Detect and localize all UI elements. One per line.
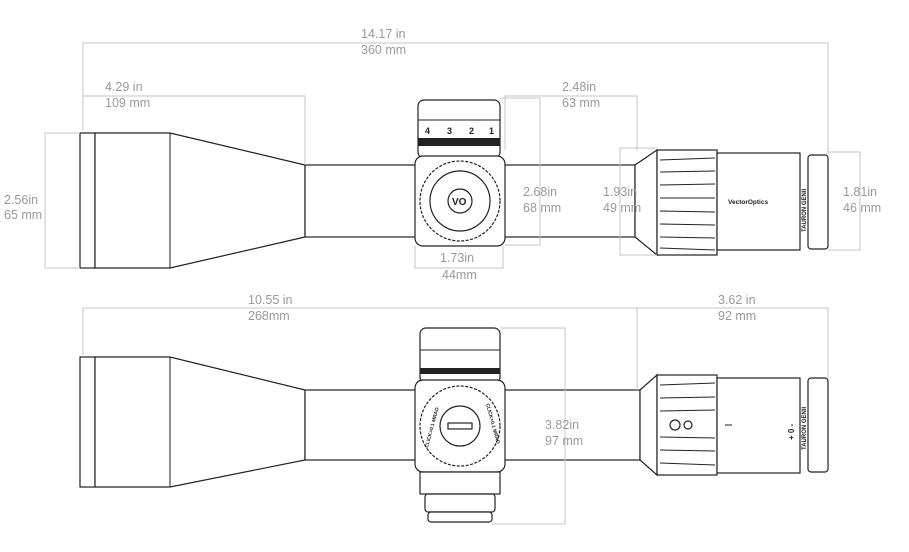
eyepiece-body [716, 152, 801, 251]
elevation-turret [419, 327, 501, 384]
turret-total-height-mm: 97 mm [545, 434, 583, 448]
overall-length-in: 14.17 in [361, 27, 406, 41]
eyepiece-diameter-mm: 49 mm [603, 201, 641, 215]
eye-relief-section-in: 3.62 in [718, 293, 756, 307]
model-label: TAURON GENII [802, 406, 808, 450]
turret-height-mm: 68 mm [523, 201, 561, 215]
objective-diameter-in: 2.56in [4, 193, 38, 207]
objective-length-mm: 109 mm [105, 96, 150, 110]
objective-bell [94, 356, 306, 488]
scope-side-view: CLICK=0.1 MRAD CLICK=0.1 MRAD + 0 - TAUR… [79, 327, 829, 523]
ocular-ring [807, 154, 829, 250]
turret-width-in: 1.73in [440, 251, 474, 265]
turret-width-mm: 44mm [442, 268, 477, 282]
model-label: TAURON GENII [802, 188, 808, 232]
ocular-diameter-in: 1.81in [843, 185, 877, 199]
eyepiece-length-in: 2.48in [562, 80, 596, 94]
eyepiece-length-mm: 63 mm [562, 96, 600, 110]
vo-logo-icon [447, 188, 473, 214]
parallax-turret [419, 471, 501, 495]
ocular-ring [807, 377, 829, 473]
objective-rim [79, 132, 96, 269]
diopter-label: + 0 - [787, 423, 796, 440]
eyepiece-diameter-in: 1.93in [603, 185, 637, 199]
top-dimensions: 14.17 in 360 mm 4.29 in 109 mm 2.48in 63… [4, 27, 881, 282]
turret-number: 4 [425, 126, 430, 136]
body-length-in: 10.55 in [248, 293, 293, 307]
turret-total-height-in: 3.82in [545, 418, 579, 432]
objective-rim [79, 356, 96, 488]
magnification-ring [656, 149, 718, 256]
turret-number: 3 [447, 126, 452, 136]
body-length-mm: 268mm [248, 309, 290, 323]
turret-height-in: 2.68in [523, 185, 557, 199]
ocular-diameter-mm: 46 mm [843, 201, 881, 215]
objective-diameter-mm: 65 mm [4, 208, 42, 222]
turret-number: 2 [469, 126, 474, 136]
svg-text:VO: VO [452, 197, 467, 208]
side-dimensions: 10.55 in 268mm 3.62 in 92 mm 3.82in 97 m… [82, 293, 829, 525]
eye-relief-section-mm: 92 mm [718, 309, 756, 323]
elevation-turret [417, 99, 501, 159]
overall-length-mm: 360 mm [361, 43, 406, 57]
objective-bell [94, 132, 306, 269]
objective-length-in: 4.29 in [105, 80, 143, 94]
turret-number: 1 [489, 126, 494, 136]
brand-label: VectorOptics [728, 199, 768, 206]
eyepiece-taper [639, 373, 658, 477]
scope-top-view: 4 3 2 1 VO VectorOptics TAURON GENII [79, 99, 829, 269]
